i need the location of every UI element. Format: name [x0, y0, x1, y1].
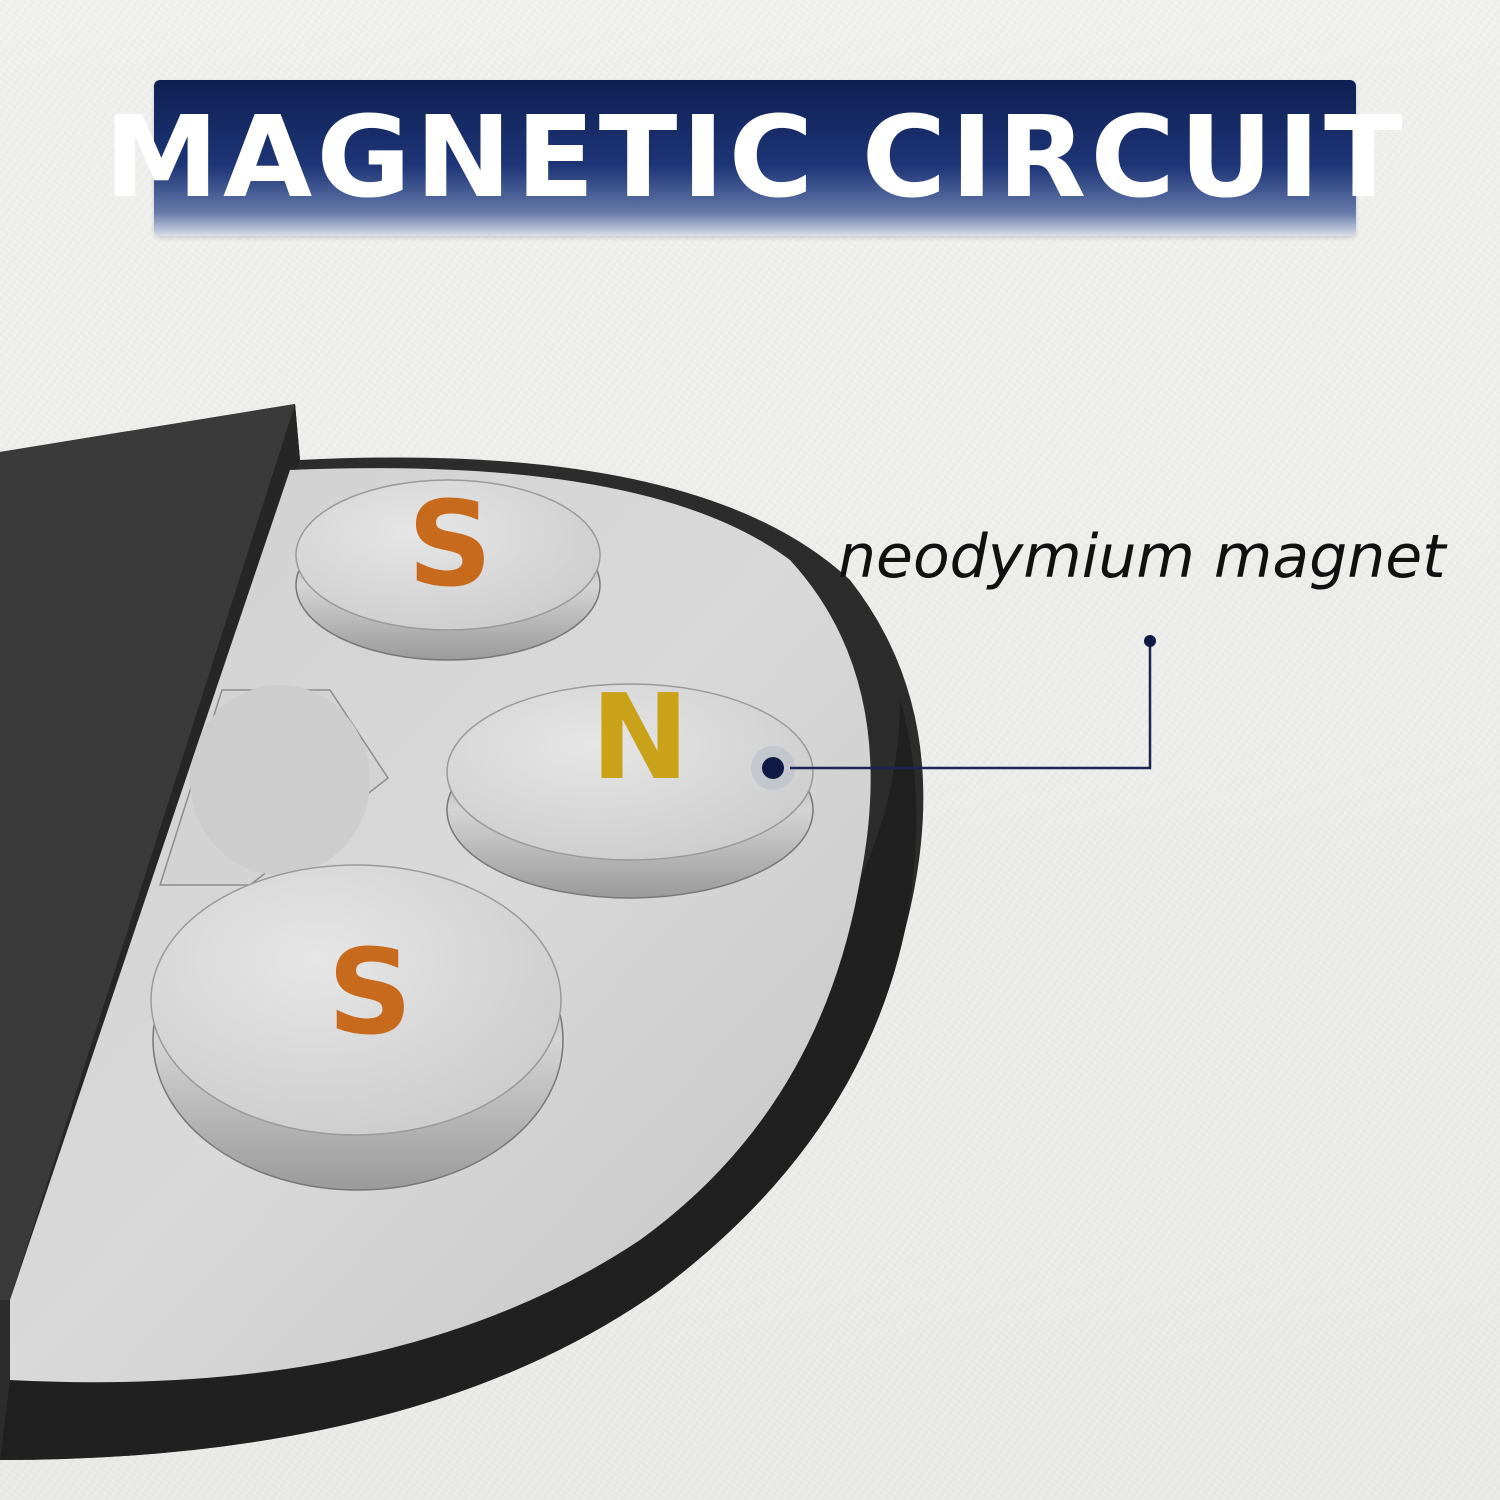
pointer-dot — [762, 757, 784, 779]
magnet-north: N — [446, 668, 814, 899]
magnet-south-bottom: S — [150, 864, 564, 1191]
callout-end-dot — [1144, 635, 1156, 647]
callout-pointer — [751, 635, 1156, 790]
callout-label: neodymium magnet — [838, 522, 1446, 592]
pole-label-n: N — [591, 668, 690, 806]
page-title: MAGNETIC CIRCUIT — [103, 93, 1407, 223]
pole-label-s-bottom: S — [328, 923, 413, 1061]
title-banner: MAGNETIC CIRCUIT — [104, 80, 1402, 236]
pole-label-s-top: S — [408, 475, 493, 613]
callout-line — [790, 641, 1152, 770]
magnet-south-top: S — [295, 475, 601, 661]
